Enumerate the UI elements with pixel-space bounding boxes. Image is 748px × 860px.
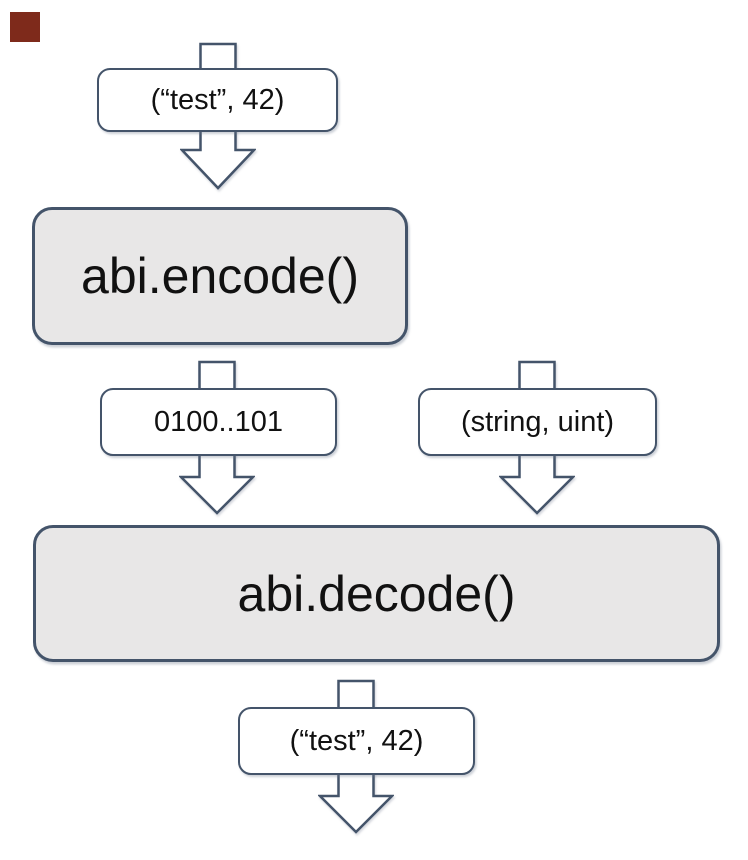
output-tuple-text: (“test”, 42) <box>289 724 424 757</box>
abi-decode-text: abi.decode() <box>237 565 516 622</box>
input-tuple-text: (“test”, 42) <box>150 83 285 116</box>
type-tuple-text: (string, uint) <box>460 405 615 438</box>
input-tuple-label: (“test”, 42) <box>97 68 338 132</box>
corner-marker <box>10 12 40 42</box>
encoded-bytes-label: 0100..101 <box>100 388 337 456</box>
type-tuple-label: (string, uint) <box>418 388 657 456</box>
encoded-bytes-text: 0100..101 <box>153 405 283 438</box>
abi-encode-box: abi.encode() <box>32 207 408 345</box>
abi-encode-text: abi.encode() <box>81 248 359 304</box>
output-tuple-label: (“test”, 42) <box>238 707 475 775</box>
abi-decode-box: abi.decode() <box>33 525 720 662</box>
